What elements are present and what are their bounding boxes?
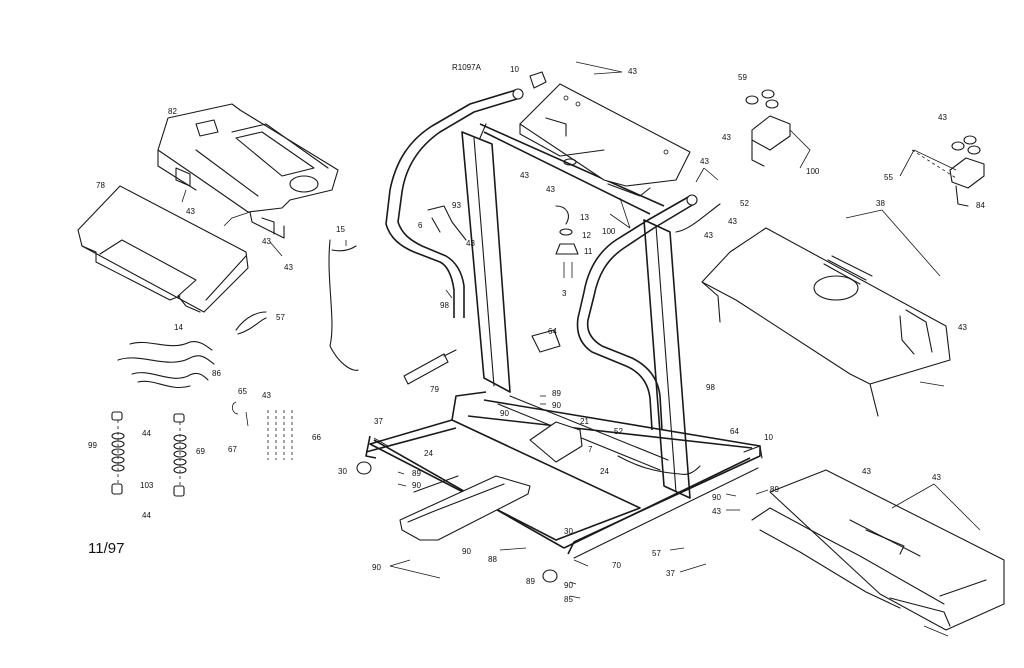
callout: 88 [488, 555, 497, 564]
callout: 37 [666, 569, 675, 578]
callout: 103 [140, 481, 154, 490]
drawing-code: R1097A [452, 63, 482, 72]
callout: 43 [466, 239, 475, 248]
callout: 43 [262, 391, 271, 400]
callout: 38 [876, 199, 885, 208]
callout: 90 [564, 581, 573, 590]
roller-spacer-stacks [111, 401, 293, 497]
callout: 43 [862, 467, 871, 476]
callout: 43 [712, 507, 721, 516]
callout: 89 [770, 485, 779, 494]
callout: 37 [374, 417, 383, 426]
callout: 93 [452, 201, 461, 210]
callout: 67 [228, 445, 237, 454]
upper-console-plate [519, 83, 691, 197]
callout: 12 [582, 231, 591, 240]
callout: 43 [932, 473, 941, 482]
hardware-leaders [373, 61, 981, 637]
callout: 15 [336, 225, 345, 234]
lift-actuator [403, 349, 457, 385]
callout: 64 [548, 327, 557, 336]
pivot-brackets [117, 311, 267, 388]
callout: 10 [764, 433, 773, 442]
side-shield [399, 475, 531, 541]
callout: 52 [614, 427, 623, 436]
callout: 43 [938, 113, 947, 122]
callout: 43 [520, 171, 529, 180]
callout: 100 [806, 167, 820, 176]
callout-labels: 82 78 43 43 43 15 14 86 57 65 43 67 66 4… [88, 65, 985, 604]
console-hood [77, 185, 249, 313]
callout: 14 [174, 323, 183, 332]
callout: 30 [338, 467, 347, 476]
callout: 90 [412, 481, 421, 490]
callout: 11 [584, 247, 593, 256]
callout: 52 [740, 199, 749, 208]
callout: 3 [562, 289, 567, 298]
callout: 65 [238, 387, 247, 396]
callout: 89 [526, 577, 535, 586]
revision-date: 11/97 [88, 540, 125, 557]
upright-frame [385, 88, 698, 499]
motor-tray [751, 469, 1005, 631]
callout: 57 [276, 313, 285, 322]
callout: 89 [552, 389, 561, 398]
callout: 98 [706, 383, 715, 392]
svg-text:R1097A: R1097A [452, 63, 482, 72]
callout: 57 [652, 549, 661, 558]
callout: 90 [500, 409, 509, 418]
callout: 64 [730, 427, 739, 436]
callout: 66 [312, 433, 321, 442]
callout: 90 [712, 493, 721, 502]
callout: 78 [96, 181, 105, 190]
callout: 21 [580, 417, 589, 426]
callout: 6 [418, 221, 423, 230]
callout: 44 [142, 511, 151, 520]
callout: 90 [372, 563, 381, 572]
callout: 43 [284, 263, 293, 272]
callout: 70 [612, 561, 621, 570]
callout: 13 [580, 213, 589, 222]
callout: 43 [704, 231, 713, 240]
callout: 43 [628, 67, 637, 76]
callout: 10 [510, 65, 519, 74]
callout: 24 [600, 467, 609, 476]
callout: 43 [722, 133, 731, 142]
callout: 55 [884, 173, 893, 182]
callout: 43 [958, 323, 967, 332]
callout: 7 [588, 445, 593, 454]
callout: 100 [602, 227, 616, 236]
callout: 85 [564, 595, 573, 604]
console-hardware [181, 189, 359, 371]
motor-hood [701, 227, 951, 417]
callout: 59 [738, 73, 747, 82]
callout: 24 [424, 449, 433, 458]
callout: 98 [440, 301, 449, 310]
callout: 43 [262, 237, 271, 246]
console-panel [157, 103, 339, 239]
callout: 43 [728, 217, 737, 226]
callout: 89 [412, 469, 421, 478]
callout: 79 [430, 385, 439, 394]
callout: 69 [196, 447, 205, 456]
callout: 90 [552, 401, 561, 410]
callout: 44 [142, 429, 151, 438]
callout: 43 [546, 185, 555, 194]
callout: 43 [700, 157, 709, 166]
callout: 43 [186, 207, 195, 216]
callout: 82 [168, 107, 177, 116]
base-frame [356, 391, 761, 583]
motor-mount-hardware [745, 89, 985, 207]
callout: 30 [564, 527, 573, 536]
callout: 90 [462, 547, 471, 556]
callout: 99 [88, 441, 97, 450]
callout: 86 [212, 369, 221, 378]
callout: 84 [976, 201, 985, 210]
